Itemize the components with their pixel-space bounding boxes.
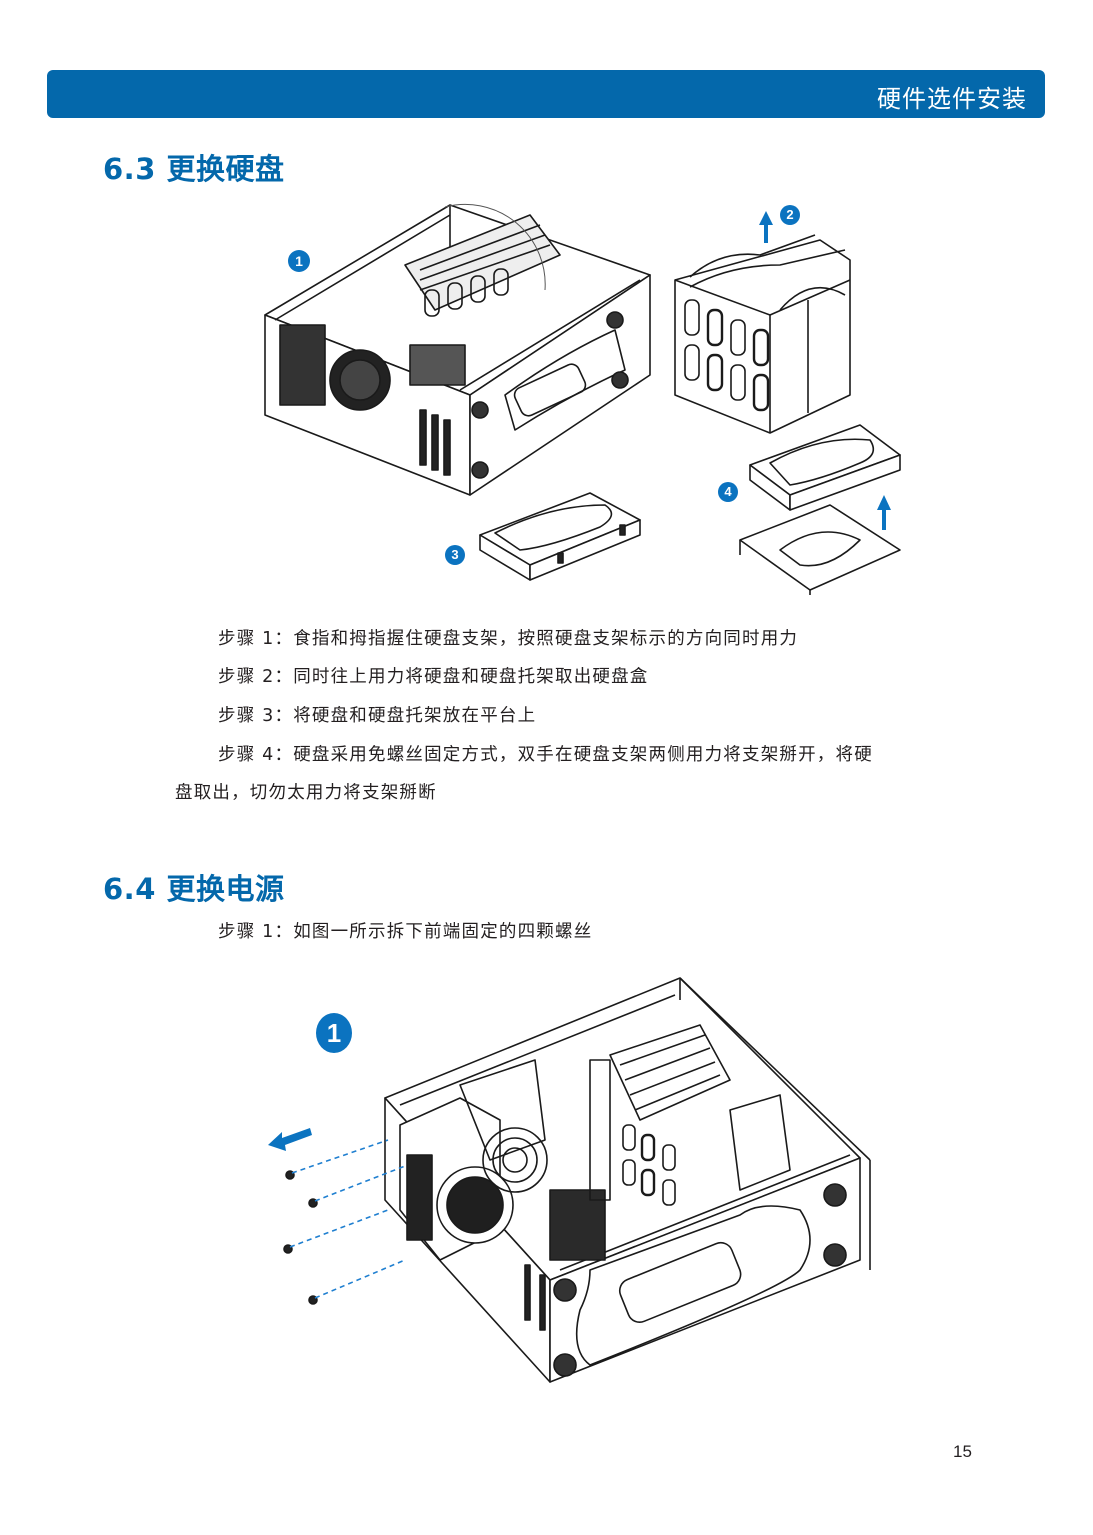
callout-badge-3: 3 bbox=[445, 545, 465, 565]
step-6-3-2: 步骤 2：同时往上用力将硬盘和硬盘托架取出硬盘盒 bbox=[218, 667, 649, 687]
step-6-3-1: 步骤 1：食指和拇指握住硬盘支架，按照硬盘支架标示的方向同时用力 bbox=[218, 629, 799, 649]
hdd-illustration bbox=[264, 203, 901, 600]
section-title-6-4: 6.4 更换电源 bbox=[103, 872, 285, 906]
step-6-3-3: 步骤 3：将硬盘和硬盘托架放在平台上 bbox=[218, 706, 537, 726]
page-number: 15 bbox=[953, 1442, 972, 1461]
hdd-replacement-figure: 1 2 3 4 bbox=[260, 195, 920, 600]
step-6-3-4: 步骤 4：硬盘采用免螺丝固定方式，双手在硬盘支架两侧用力将支架掰开，将硬 bbox=[218, 745, 873, 765]
callout-badge-1: 1 bbox=[316, 1013, 352, 1053]
chapter-header-bar: 硬件选件安装 bbox=[47, 70, 1045, 118]
chapter-title: 硬件选件安装 bbox=[877, 85, 1027, 113]
callout-badge-4: 4 bbox=[718, 482, 738, 502]
psu-illustration bbox=[268, 977, 871, 1383]
step-6-3-4-continuation: 盘取出，切勿太用力将支架掰断 bbox=[175, 783, 437, 803]
callout-badge-1: 1 bbox=[288, 250, 310, 272]
callout-badge-2: 2 bbox=[780, 205, 800, 225]
psu-replacement-figure: 1 bbox=[260, 970, 900, 1410]
step-6-4-1: 步骤 1：如图一所示拆下前端固定的四颗螺丝 bbox=[218, 922, 593, 942]
section-title-6-3: 6.3 更换硬盘 bbox=[103, 152, 285, 186]
